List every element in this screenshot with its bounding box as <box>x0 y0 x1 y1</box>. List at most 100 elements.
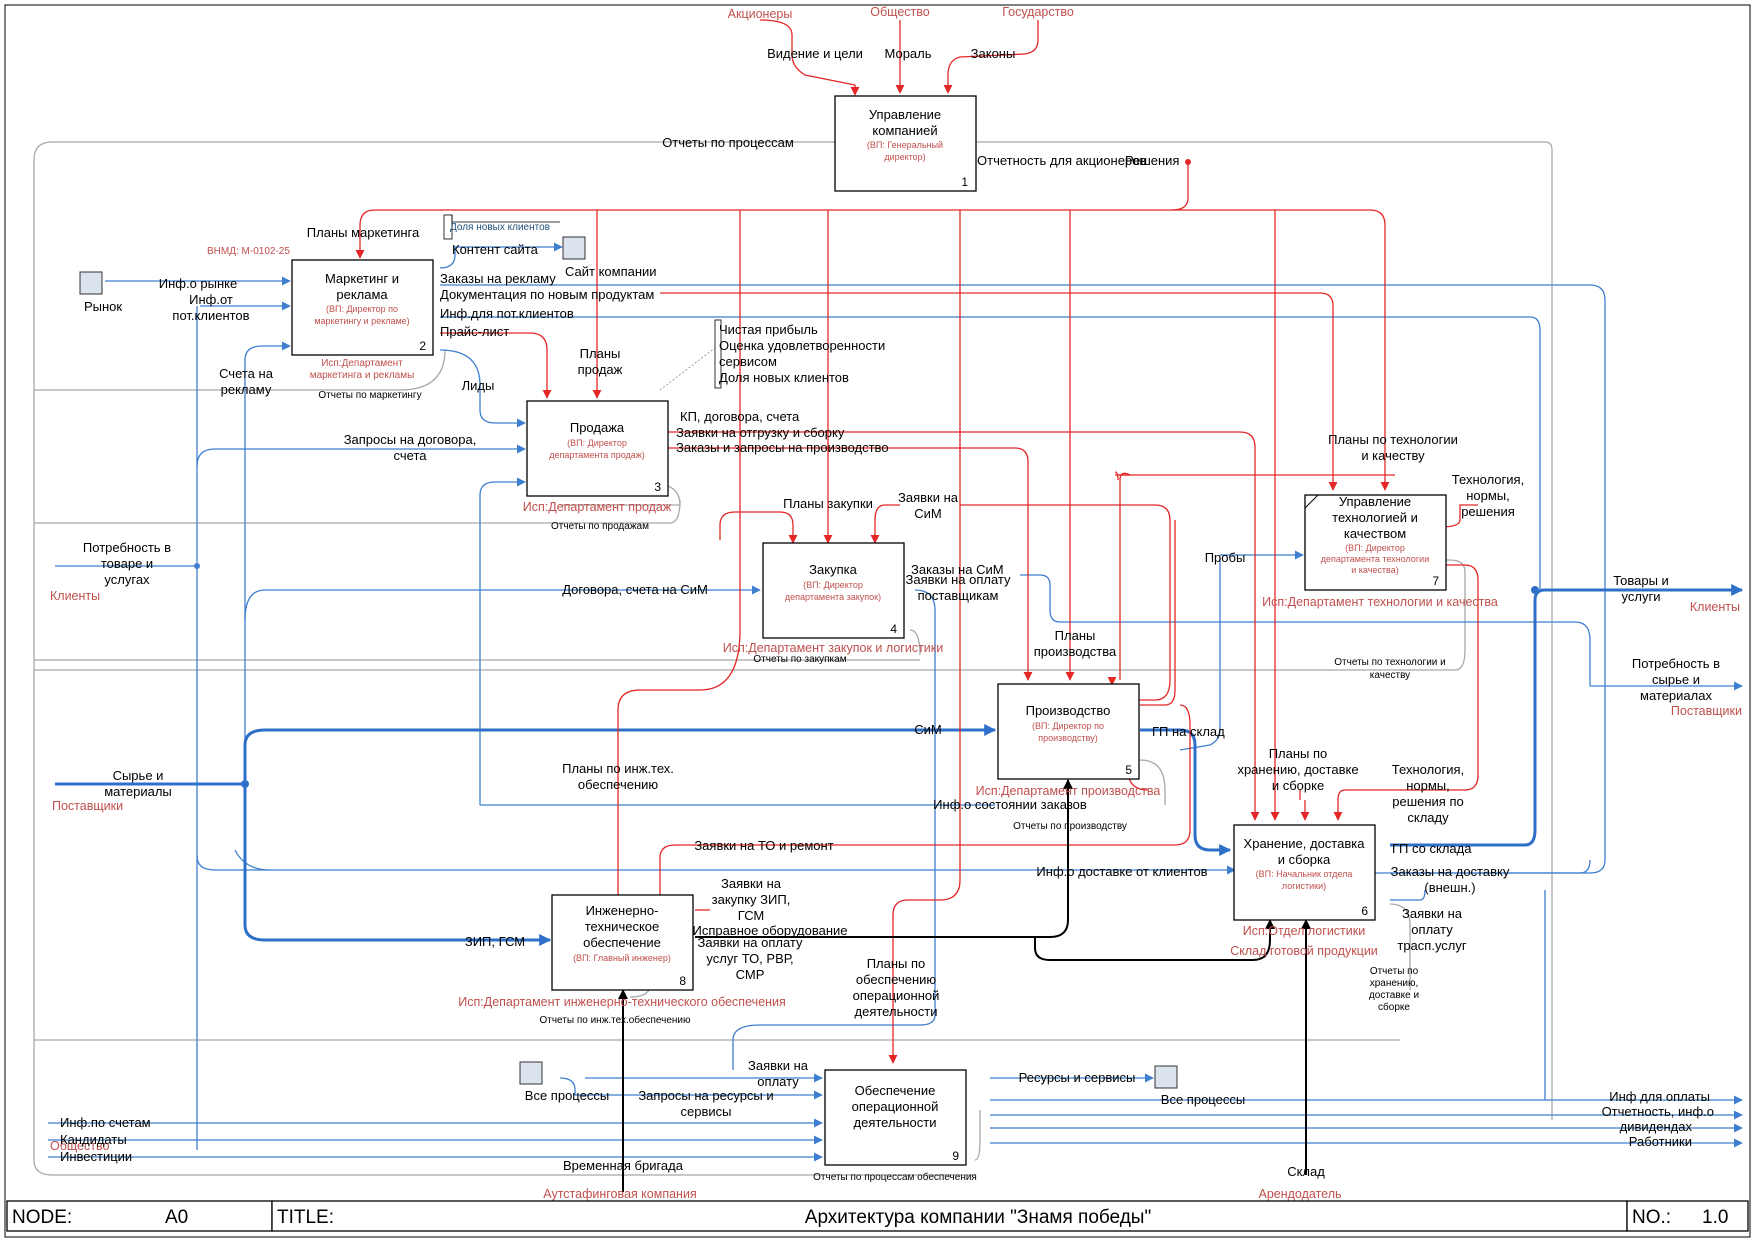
block-9-number: 9 <box>952 1149 959 1163</box>
label-process-reports: Отчеты по процессам <box>662 135 794 150</box>
executor-labels: Исп:Департамент маркетинга и рекламы ВНМ… <box>207 246 1498 1009</box>
block-8-performer-1: (ВП: Главный инженер) <box>573 953 671 963</box>
block-8-number: 8 <box>679 974 686 988</box>
market-tunnel-icon <box>79 271 103 295</box>
block-2-number: 2 <box>419 339 426 353</box>
label-sales-plans-1: Планы <box>580 346 621 361</box>
label-payment-info: Инф для оплаты <box>1609 1089 1710 1104</box>
label-raw-needs-2: сырье и <box>1652 672 1700 687</box>
block-8[interactable]: Инженерно- техническое обеспечение (ВП: … <box>551 894 694 991</box>
label-ad-orders: Заказы на рекламу <box>440 271 556 286</box>
ext-clients-left: Клиенты <box>50 589 100 603</box>
label-ops-reports: Отчеты по процессам обеспечения <box>813 1171 977 1183</box>
bold-flow-arrows <box>55 584 1744 946</box>
label-warehouse: Склад <box>1287 1164 1325 1179</box>
bnmd-label: ВНМД: М-0102-25 <box>207 246 290 257</box>
label-goods-services-1: Товары и <box>1613 573 1669 588</box>
block-1[interactable]: Управление компанией (ВП: Генеральный ди… <box>834 95 977 192</box>
exec-4: Исп:Департамент закупок и логистики <box>723 641 943 655</box>
label-raw-materials-1: Сырье и <box>113 768 164 783</box>
block-5-title-1: Производство <box>1026 703 1111 718</box>
label-kpi-1: Чистая прибыль <box>719 322 818 337</box>
exec-7: Исп:Департамент технологии и качества <box>1262 595 1498 609</box>
label-production-plans-2: производства <box>1034 644 1117 659</box>
block-6[interactable]: Хранение, доставка и сборка (ВП: Начальн… <box>1233 824 1376 921</box>
block-9-title-3: деятельности <box>854 1115 937 1130</box>
block-7-title-3: качеством <box>1344 526 1406 541</box>
diagram-frame <box>4 4 1751 1238</box>
block-6-number: 6 <box>1361 904 1368 918</box>
block-1-title-2: компанией <box>872 123 937 138</box>
block-1-number: 1 <box>961 175 968 189</box>
label-market: Рынок <box>84 299 122 314</box>
footer-no-label: NO.: <box>1632 1207 1671 1228</box>
exec-2-line2: маркетинга и рекламы <box>310 370 415 381</box>
label-production-orders: Заказы и запросы на производство <box>676 440 889 455</box>
label-transport-payment-2: оплату <box>1411 922 1453 937</box>
label-client-info-2: пот.клиентов <box>172 308 249 323</box>
block-7-title-1: Управление <box>1339 494 1411 509</box>
block-5-number: 5 <box>1125 763 1132 777</box>
label-dividends: дивидендах <box>1620 1119 1693 1134</box>
label-company-site: Сайт компании <box>565 264 657 279</box>
label-resource-requests-1: Запросы на ресурсы и <box>638 1088 773 1103</box>
block-2-performer-1: (ВП: Директор по <box>326 304 398 314</box>
processes-in-tunnel-icon <box>519 1061 543 1085</box>
label-service-payment-2: услуг ТО, РВР, <box>706 951 793 966</box>
site-tunnel-icon <box>562 236 586 260</box>
block-3[interactable]: Продажа (ВП: Директор департамента прода… <box>526 400 669 497</box>
label-sales-reports: Отчеты по продажам <box>551 521 649 532</box>
label-spare-requests-3: ГСМ <box>738 908 765 923</box>
label-sim: СиМ <box>914 722 941 737</box>
ext-outstaffing: Аутстафинговая компания <box>543 1187 696 1201</box>
label-spare-requests-2: закупку ЗИП, <box>712 892 791 907</box>
block-8-title-1: Инженерно- <box>586 903 659 918</box>
label-purchase-plans: Планы закупки <box>783 496 873 511</box>
label-sim-requests-1: Заявки на <box>898 490 959 505</box>
block-7-title-2: технологией и <box>1332 510 1418 525</box>
label-delivery-orders-2: (внешн.) <box>1424 880 1475 895</box>
block-7[interactable]: Управление технологией и качеством (ВП: … <box>1304 494 1447 591</box>
label-tech-reports-2: качеству <box>1370 670 1410 681</box>
label-storage-reports-1: Отчеты по <box>1370 966 1419 977</box>
block-5[interactable]: Производство (ВП: Директор по производст… <box>997 683 1140 780</box>
label-morals: Мораль <box>884 46 931 61</box>
block-2[interactable]: Маркетинг и реклама (ВП: Директор по мар… <box>291 259 434 356</box>
label-price-list: Прайс-лист <box>440 324 509 339</box>
label-spare-requests-1: Заявки на <box>721 876 782 891</box>
label-reports-info: Отчетность, инф.о <box>1602 1104 1714 1119</box>
block-2-title-2: реклама <box>336 287 388 302</box>
block-9[interactable]: Обеспечение операционной деятельности 9 <box>824 1069 967 1166</box>
label-supplier-payment-1: Заявки на оплату <box>905 572 1011 587</box>
block-4[interactable]: Закупка (ВП: Директор департамента закуп… <box>762 542 905 639</box>
label-needs-goods-1: Потребность в <box>83 540 171 555</box>
label-storage-reports-3: доставке и <box>1369 990 1419 1001</box>
label-raw-needs-1: Потребность в <box>1632 656 1720 671</box>
processes-out-tunnel-icon <box>1154 1065 1178 1089</box>
label-production-reports: Отчеты по производству <box>1013 821 1127 832</box>
label-samples: Пробы <box>1205 550 1246 565</box>
label-eng-plans-2: обеспечению <box>578 777 659 792</box>
label-candidates: Кандидаты <box>60 1132 127 1147</box>
block-7-number: 7 <box>1432 574 1439 588</box>
label-kpi-2: Оценка удовлетворенности <box>719 338 885 353</box>
label-ops-plans-1: Планы по <box>867 956 926 971</box>
block-1-title-1: Управление <box>869 107 941 122</box>
label-delivery-orders-1: Заказы на доставку <box>1391 864 1510 879</box>
label-needs-goods-2: товаре и <box>101 556 153 571</box>
label-marketing-plans: Планы маркетинга <box>307 225 420 240</box>
label-market-info: Инф.о рынке <box>159 276 238 291</box>
footer-no-value: 1.0 <box>1702 1207 1728 1228</box>
block-6-performer-1: (ВП: Начальник отдела <box>1256 869 1353 879</box>
label-fg-from-store: ГП со склада <box>1392 841 1472 856</box>
block-7-performer-1: (ВП: Директор <box>1345 543 1405 553</box>
label-tech-plans-2: и качеству <box>1361 448 1425 463</box>
block-6-title-2: и сборка <box>1278 852 1331 867</box>
block-2-performer-2: маркетингу и рекламе) <box>314 316 409 326</box>
ext-clients-right: Клиенты <box>1690 600 1740 614</box>
block-4-performer-1: (ВП: Директор <box>803 580 863 590</box>
label-client-info-1: Инф.от <box>189 292 233 307</box>
label-kpi-3: сервисом <box>719 354 777 369</box>
footer-title-label: TITLE: <box>277 1207 334 1228</box>
